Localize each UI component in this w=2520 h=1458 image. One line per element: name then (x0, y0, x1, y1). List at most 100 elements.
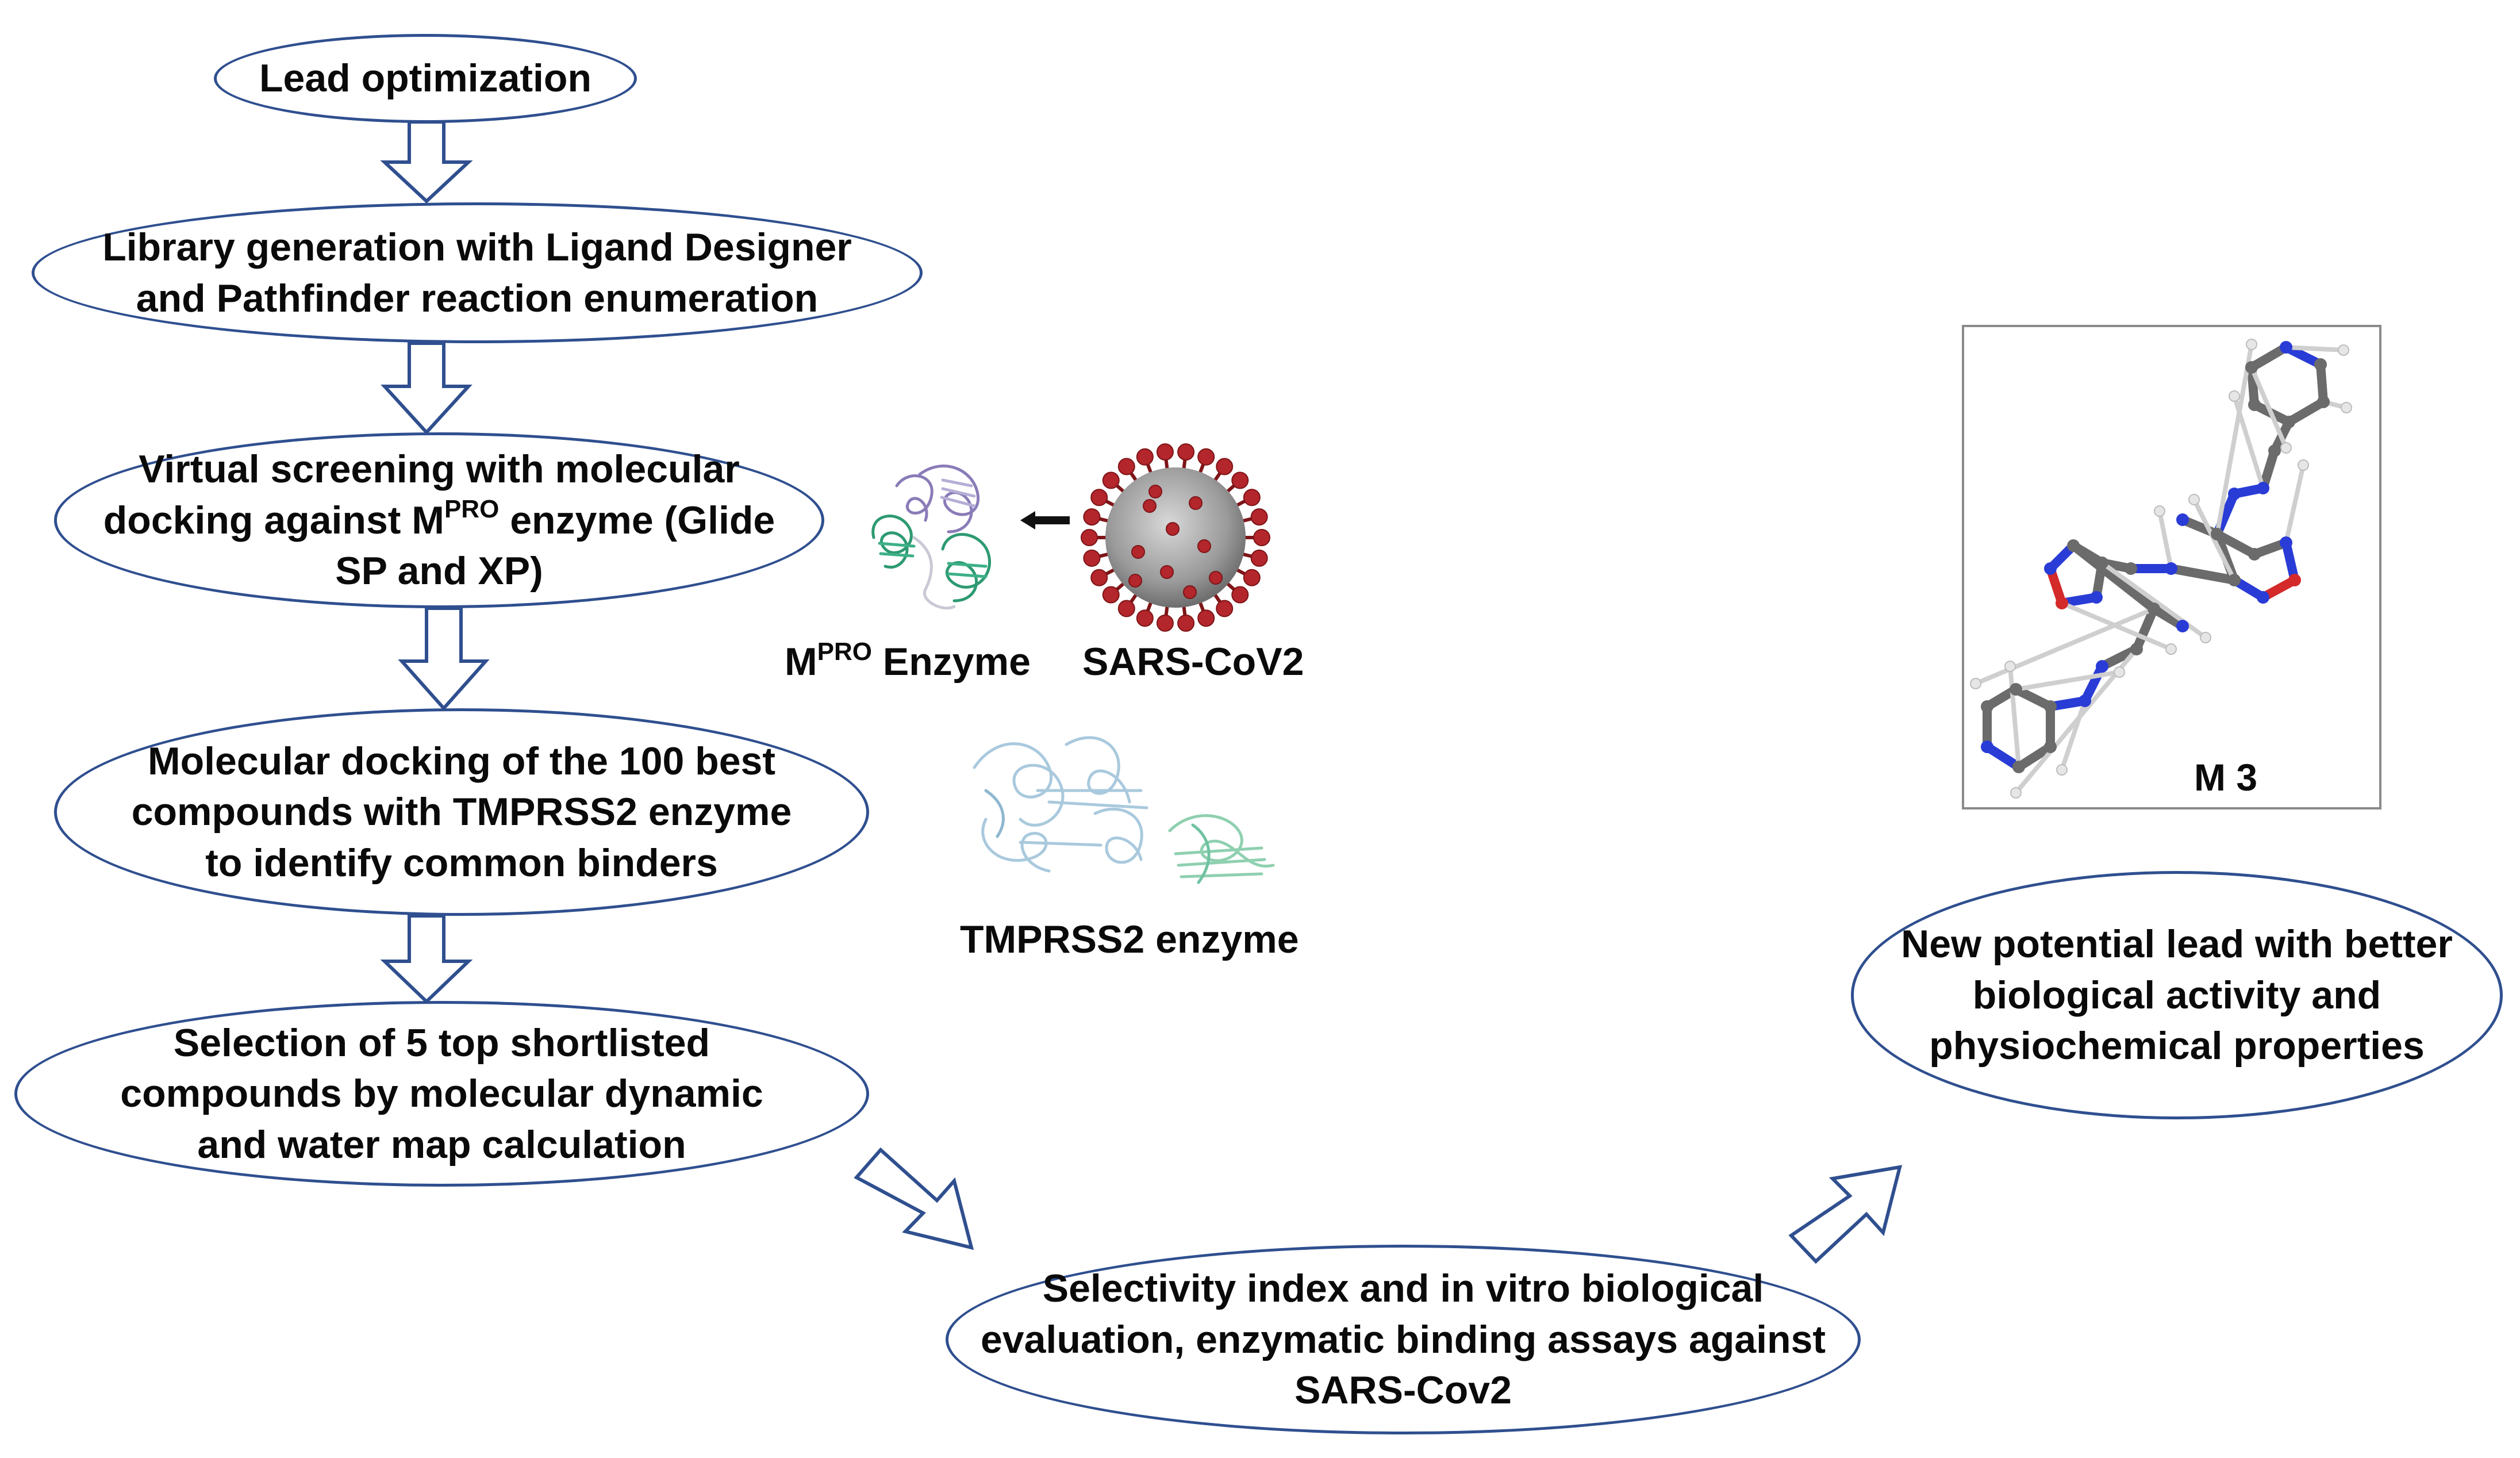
virus-spike (1090, 569, 1108, 586)
molecule-hydrogen-atom (2200, 632, 2211, 643)
virus-spike (1136, 448, 1154, 466)
virus-spike (1216, 458, 1234, 475)
virus-spike (1136, 609, 1154, 627)
node-lead-optimization: Lead optimization (214, 34, 637, 123)
molecule-hydrogen-atom (2298, 459, 2309, 471)
molecule-atom (2096, 557, 2108, 569)
virus-spike (1117, 600, 1135, 617)
molecule-atom (2079, 695, 2091, 707)
molecule-atom (2248, 398, 2261, 411)
molecule-atom (1981, 700, 1993, 713)
virus-surface-spike (1209, 571, 1223, 585)
molecule-atom (2176, 620, 2189, 632)
node-molecular-docking-tmprss2: Molecular docking of the 100 best compou… (54, 708, 869, 916)
molecule-h-bond (2008, 664, 2021, 769)
virus-spike (1083, 549, 1101, 567)
virus-spike (1117, 458, 1135, 475)
molecule-h-bond (2284, 345, 2346, 352)
virus-spike (1102, 586, 1120, 604)
virus-spike (1081, 529, 1098, 546)
molecule-atom (2148, 603, 2160, 615)
virus-spike (1216, 600, 1234, 617)
molecule-hydrogen-atom (2246, 339, 2257, 350)
node-virtual-screening-line2: docking against MPRO enzyme (Glide (103, 494, 775, 542)
molecule-atom (2090, 591, 2103, 604)
molecule-atom (2130, 643, 2143, 655)
molecule-bond (2011, 685, 2055, 711)
molecule-atom (2010, 683, 2022, 696)
virus-label: SARS-CoV2 (1082, 640, 1304, 684)
virus-spike (1243, 489, 1261, 507)
molecule-h-bond (2249, 365, 2288, 450)
molecule-h-bond (2192, 497, 2237, 582)
virus-spike (1177, 443, 1195, 461)
molecule-atom (2096, 660, 2108, 673)
node-selection-top5: Selection of 5 top shortlisted compounds… (14, 1001, 869, 1187)
molecule-h-bond (1973, 607, 2156, 686)
molecule-atom (1981, 740, 1993, 753)
diagonal-arrow-down-right (854, 1147, 974, 1250)
down-arrow-4 (380, 914, 473, 1004)
ball-and-stick-molecule-icon (1970, 339, 2352, 799)
virus-spike (1083, 508, 1101, 526)
mpro-enzyme-protein-icon (871, 465, 991, 610)
molecule-atom (2257, 482, 2269, 494)
virus-spike (1156, 443, 1174, 461)
molecule-bond (2080, 662, 2107, 705)
virus-surface-spike (1148, 485, 1162, 498)
molecule-h-bond (2215, 342, 2254, 536)
molecule-hydrogen-atom (2056, 764, 2068, 776)
virus-spike (1253, 529, 1270, 546)
molecule-atom (2228, 488, 2241, 500)
molecule-atom (2280, 536, 2292, 549)
virus-spike (1102, 471, 1120, 489)
molecule-bond (2281, 538, 2299, 585)
molecule-bond (2069, 541, 2158, 613)
molecule-atom (2176, 513, 2189, 526)
molecule-atom (2280, 341, 2292, 354)
molecule-atom (2283, 416, 2295, 428)
molecule-atom (2012, 761, 2025, 773)
molecule-atom (2165, 562, 2177, 575)
diagonal-arrow-up-right (1788, 1165, 1903, 1264)
molecule-atom (2288, 574, 2301, 586)
node-virtual-screening: Virtual screening with molecular docking… (54, 432, 824, 608)
molecule-atom (2044, 700, 2057, 713)
molecule-atom (2044, 740, 2057, 753)
molecule-atom (2268, 444, 2281, 457)
molecule-atom (2125, 562, 2137, 575)
molecule-atom (2067, 539, 2080, 552)
sars-cov2-virus-icon (1081, 443, 1270, 632)
tmprss2-label: TMPRSS2 enzyme (960, 918, 1299, 961)
molecule-h-bond (2014, 670, 2122, 692)
molecule-atom (2245, 361, 2258, 374)
molecule-atom (2314, 358, 2327, 371)
mpro-enzyme-label: MPRO Enzyme (785, 638, 1031, 684)
down-arrow-2 (381, 342, 472, 435)
molecule-hydrogen-atom (2114, 666, 2125, 678)
molecule-atom (2317, 396, 2330, 408)
virus-spike (1250, 549, 1268, 567)
virus-surface-spike (1131, 545, 1145, 559)
virus-surface-spike (1183, 585, 1197, 599)
molecule-h-bond (2157, 509, 2173, 571)
molecule-bond (2132, 604, 2158, 654)
molecule-atom (2056, 597, 2068, 609)
molecule-hydrogen-atom (1970, 678, 1981, 689)
molecule-hydrogen-atom (2188, 494, 2200, 505)
virus-spike (1250, 508, 1268, 526)
molecule-m3-panel: M 3 (1962, 325, 2381, 809)
virus-spike (1177, 614, 1195, 632)
virus-surface-spike (1160, 565, 1174, 579)
molecule-bond (2212, 530, 2259, 559)
molecule-bond (2258, 446, 2279, 493)
molecule-hydrogen-atom (2004, 661, 2016, 672)
molecule-bond (2247, 343, 2291, 372)
molecule-hydrogen-atom (2229, 390, 2240, 402)
molecule-hydrogen-atom (2280, 442, 2292, 454)
virus-surface-spike (1143, 499, 1157, 513)
molecule-atom (2211, 528, 2223, 540)
node-selectivity-evaluation: Selectivity index and in vitro biologica… (946, 1245, 1861, 1434)
molecule-hydrogen-atom (2341, 402, 2352, 413)
